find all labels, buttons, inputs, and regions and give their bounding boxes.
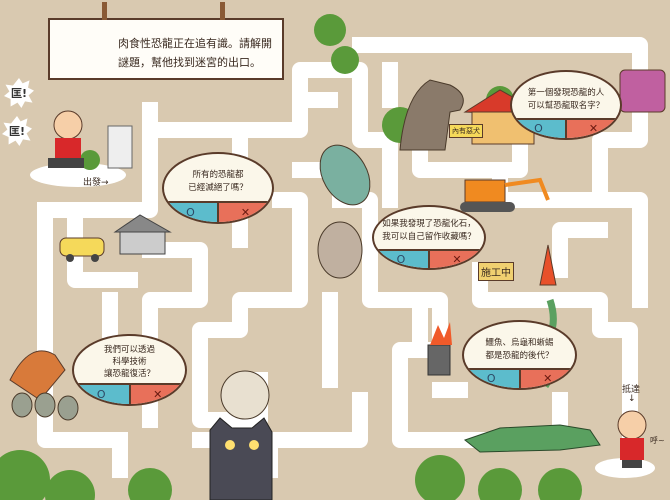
traffic-cone-icon bbox=[539, 244, 557, 286]
running-boy-icon bbox=[48, 110, 84, 168]
question-bubble-2: 第一個發現恐龍的人 可以幫恐龍取名字？ O✕ bbox=[510, 70, 622, 140]
question-text: 第一個發現恐龍的人 可以幫恐龍取名字？ bbox=[527, 87, 605, 111]
fire-pot-icon bbox=[427, 344, 451, 376]
instruction-board: 肉食性恐龍正在追有識。請解開 謎題，幫他找到迷宮的出口。 bbox=[48, 2, 284, 80]
building-icon bbox=[107, 125, 133, 169]
ammonite-icon bbox=[220, 370, 270, 420]
crocodile-icon bbox=[463, 424, 601, 453]
dog-icon bbox=[399, 79, 464, 151]
question-bubble-1: 所有的恐龍都 已經滅絕了嗎？ O✕ bbox=[162, 152, 274, 224]
trilobite-icon bbox=[317, 221, 363, 279]
excavator-icon bbox=[460, 177, 550, 212]
question-bubble-5: 鱷魚、烏龜和蜥蜴 都是恐龍的後代？ O✕ bbox=[462, 320, 577, 390]
answer-x-button[interactable]: ✕ bbox=[219, 202, 272, 222]
answer-o-button[interactable]: O bbox=[374, 250, 430, 268]
dog-warning-sign: 內有惡犬 bbox=[449, 124, 483, 138]
answer-x-button[interactable]: ✕ bbox=[130, 384, 185, 404]
puff-text: 呼~ bbox=[650, 436, 665, 445]
end-arrow: ↓ bbox=[628, 394, 636, 404]
bird-icon bbox=[9, 350, 66, 401]
eggs-icon bbox=[11, 392, 79, 421]
instruction-line-1: 肉食性恐龍正在追有識。請解開 bbox=[118, 37, 272, 50]
start-label: 出發→ bbox=[83, 178, 109, 188]
goal-boy-icon bbox=[617, 410, 647, 468]
question-bubble-3: 如果我發現了恐龍化石， 我可以自己留作收藏嗎？ O✕ bbox=[372, 205, 486, 270]
question-text: 我們可以透過 科學技術 讓恐龍復活？ bbox=[103, 345, 155, 380]
instruction-line-2: 謎題，幫他找到迷宮的出口。 bbox=[118, 56, 261, 69]
answer-x-button[interactable]: ✕ bbox=[520, 369, 575, 388]
construction-sign: 施工中 bbox=[478, 262, 514, 281]
answer-o-button[interactable]: O bbox=[464, 369, 521, 388]
bush bbox=[0, 14, 582, 500]
question-text: 所有的恐龍都 已經滅絕了嗎？ bbox=[188, 169, 248, 193]
question-text: 如果我發現了恐龍化石， 我可以自己留作收藏嗎？ bbox=[382, 218, 476, 242]
answer-o-button[interactable]: O bbox=[512, 119, 567, 138]
answer-o-button[interactable]: O bbox=[164, 202, 219, 222]
instruction-text: 肉食性恐龍正在追有識。請解開 謎題，幫他找到迷宮的出口。 bbox=[118, 34, 280, 72]
question-bubble-4: 我們可以透過 科學技術 讓恐龍復活？ O✕ bbox=[72, 334, 187, 406]
question-text: 鱷魚、烏龜和蜥蜴 都是恐龍的後代？ bbox=[485, 337, 554, 361]
end-label: 抵達 bbox=[622, 385, 641, 395]
answer-o-button[interactable]: O bbox=[74, 384, 131, 404]
cat-icon bbox=[209, 417, 273, 500]
house-icon bbox=[113, 214, 172, 255]
car-icon bbox=[59, 237, 105, 262]
answer-x-button[interactable]: ✕ bbox=[430, 250, 484, 268]
truck-icon bbox=[619, 69, 666, 113]
answer-x-button[interactable]: ✕ bbox=[567, 119, 620, 138]
fish-fossil-icon bbox=[319, 144, 371, 206]
